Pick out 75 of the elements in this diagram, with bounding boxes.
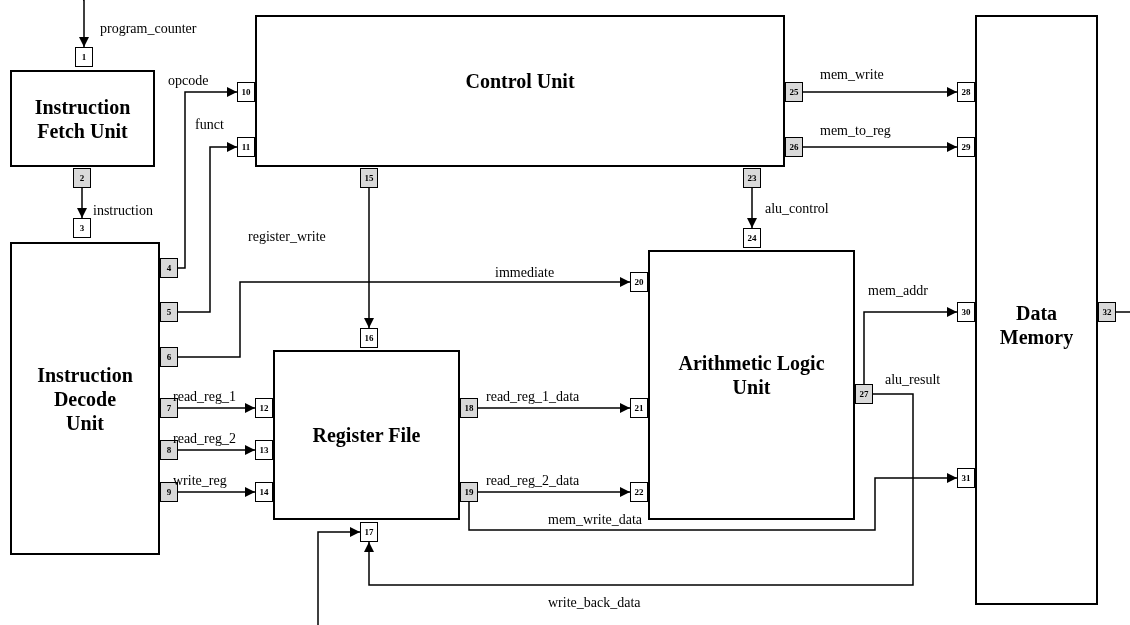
edge-label: immediate [495, 266, 555, 280]
port-box: 17 [360, 522, 378, 542]
port-box: 15 [360, 168, 378, 188]
arrow [364, 187, 374, 329]
port-box: 21 [630, 398, 648, 418]
block-title: Register File [312, 423, 421, 447]
port-box: 31 [957, 468, 975, 488]
port-box: 1 [75, 47, 93, 67]
port-box: 6 [160, 347, 178, 367]
port-box: 18 [460, 398, 478, 418]
block-title: Data Memory [998, 301, 1075, 349]
port-box: 3 [73, 218, 91, 238]
port-box: 5 [160, 302, 178, 322]
port-box: 12 [255, 398, 273, 418]
port-box: 23 [743, 168, 761, 188]
arrow [177, 445, 256, 455]
block-title: Control Unit [465, 69, 575, 93]
block-box [10, 242, 160, 555]
port-box: 16 [360, 328, 378, 348]
connector-line [1115, 311, 1130, 313]
port-box: 27 [855, 384, 873, 404]
port-box: 10 [237, 82, 255, 102]
port-box: 28 [957, 82, 975, 102]
block-title: Instruction Decode Unit [36, 362, 134, 435]
block-box [975, 15, 1098, 605]
edge-label: write_back_data [548, 596, 641, 610]
arrow [468, 473, 958, 531]
port-box: 2 [73, 168, 91, 188]
arrow [364, 393, 914, 586]
port-box: 4 [160, 258, 178, 278]
edge-label: register_write [248, 230, 326, 244]
edge-label: opcode [168, 74, 209, 88]
arrow [177, 403, 256, 413]
edge-label: mem_write_data [548, 513, 643, 527]
port-box: 24 [743, 228, 761, 248]
edge-label: mem_write [820, 68, 884, 82]
port-box: 32 [1098, 302, 1116, 322]
arrow [863, 307, 958, 385]
port-box: 29 [957, 137, 975, 157]
signal-label: alu_result [885, 373, 941, 387]
port-box: 14 [255, 482, 273, 502]
edge-label: read_reg_2_data [486, 474, 580, 488]
edge-label: mem_to_reg [820, 124, 891, 138]
port-box: 11 [237, 137, 255, 157]
edge-label: funct [195, 118, 224, 132]
arrow [802, 87, 958, 97]
arrow [79, 0, 89, 48]
block-box [255, 15, 785, 167]
block-box [273, 350, 460, 520]
arrow [177, 487, 256, 497]
block-box [648, 250, 855, 520]
arrow [177, 277, 631, 358]
block-title: Instruction Fetch Unit [33, 94, 132, 143]
arrow [477, 487, 631, 497]
arrow [177, 87, 238, 269]
arrow [177, 142, 238, 313]
edge-label: read_reg_1_data [486, 390, 580, 404]
port-box: 26 [785, 137, 803, 157]
edge-label: program_counter [100, 22, 197, 36]
edge-label: mem_addr [868, 284, 928, 298]
edge-label: alu_control [765, 202, 829, 216]
port-box: 19 [460, 482, 478, 502]
arrow [802, 142, 958, 152]
edge-label: instruction [93, 204, 153, 218]
port-box: 22 [630, 482, 648, 502]
port-box: 30 [957, 302, 975, 322]
arrow [317, 527, 361, 625]
port-box: 25 [785, 82, 803, 102]
block-title: Arithmetic Logic Unit [677, 351, 826, 399]
arrow [77, 187, 87, 219]
port-box: 13 [255, 440, 273, 460]
block-box [10, 70, 155, 167]
port-box: 20 [630, 272, 648, 292]
arrow [747, 187, 757, 229]
arrow [477, 403, 631, 413]
